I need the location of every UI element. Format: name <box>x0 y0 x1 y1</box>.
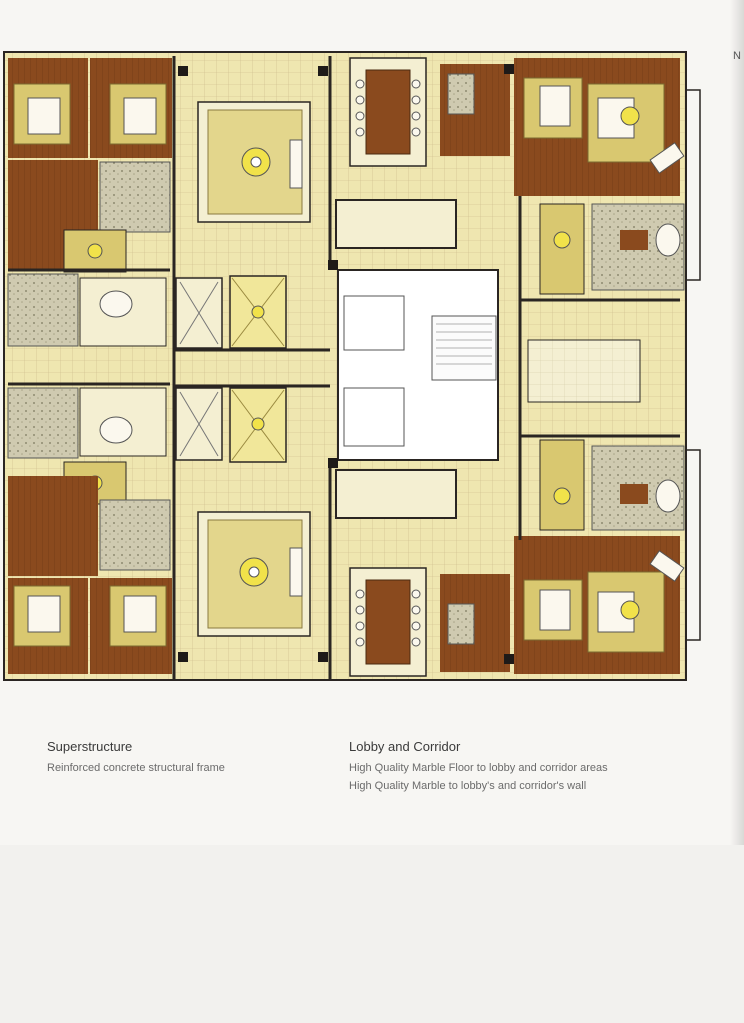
caption-lobby-corridor: Lobby and Corridor High Quality Marble F… <box>349 739 608 798</box>
bed <box>123 97 157 135</box>
bathroom <box>447 73 475 115</box>
corridor-kitchen <box>335 469 457 519</box>
bathroom <box>99 161 171 233</box>
dining-top <box>349 57 427 167</box>
bathroom <box>447 603 475 645</box>
facade-bay <box>686 449 701 641</box>
caption-superstructure: Superstructure Reinforced concrete struc… <box>47 739 225 780</box>
desk <box>649 550 685 582</box>
facade-bay <box>686 89 701 281</box>
unit-bottom-right <box>440 439 685 674</box>
core-room <box>343 295 405 351</box>
bathroom <box>99 499 171 571</box>
page-margin <box>0 845 744 1023</box>
inlay-medallion <box>620 106 640 126</box>
core-room <box>343 387 405 447</box>
wood-floor <box>8 476 98 576</box>
unit-bottom-left <box>7 387 172 674</box>
service-rooms <box>527 339 641 403</box>
living-room-top <box>197 101 311 223</box>
bathtub <box>655 223 681 257</box>
corner-mark: N <box>733 50 741 62</box>
inlay-medallion <box>87 243 103 259</box>
dining-table <box>365 69 411 155</box>
wardrobe <box>539 203 585 295</box>
bed <box>27 97 61 135</box>
inlay-medallion <box>620 600 640 620</box>
dining-chairs <box>355 79 421 137</box>
vanity <box>620 230 648 250</box>
outer-wall <box>3 51 687 681</box>
bed <box>27 595 61 633</box>
dining-bottom <box>349 567 427 677</box>
corridor-kitchen <box>335 199 457 249</box>
unit-top-left <box>7 58 172 347</box>
vanity <box>620 484 648 504</box>
sofa <box>289 547 303 597</box>
sofa <box>289 139 303 189</box>
coffee-table-center <box>250 156 262 168</box>
floor-plan <box>3 51 701 681</box>
bathtub <box>99 416 133 444</box>
caption-title: Lobby and Corridor <box>349 739 461 754</box>
bed <box>123 595 157 633</box>
structural-walls <box>8 56 680 680</box>
caption-line: High Quality Marble to lobby's and corri… <box>349 780 587 792</box>
lift <box>175 387 223 461</box>
dining-chairs <box>355 589 421 647</box>
desk <box>649 142 685 174</box>
caption-title: Superstructure <box>47 739 133 754</box>
caption-line: High Quality Marble Floor to lobby and c… <box>349 762 608 774</box>
inlay-medallion <box>553 487 571 505</box>
columns <box>178 64 514 664</box>
caption-line: Reinforced concrete structural frame <box>47 762 225 774</box>
dining-table <box>365 579 411 665</box>
page-edge-shadow <box>730 0 744 845</box>
bathtub <box>99 290 133 318</box>
bathtub <box>655 479 681 513</box>
bed <box>539 85 571 127</box>
wardrobe <box>539 439 585 531</box>
bathroom <box>7 387 79 459</box>
bathroom <box>7 273 79 347</box>
living-room-bottom <box>197 511 311 637</box>
bed <box>539 589 571 631</box>
central-core <box>175 199 641 519</box>
coffee-table-center <box>248 566 260 578</box>
unit-top-right <box>440 58 685 295</box>
inlay-medallion <box>553 231 571 249</box>
